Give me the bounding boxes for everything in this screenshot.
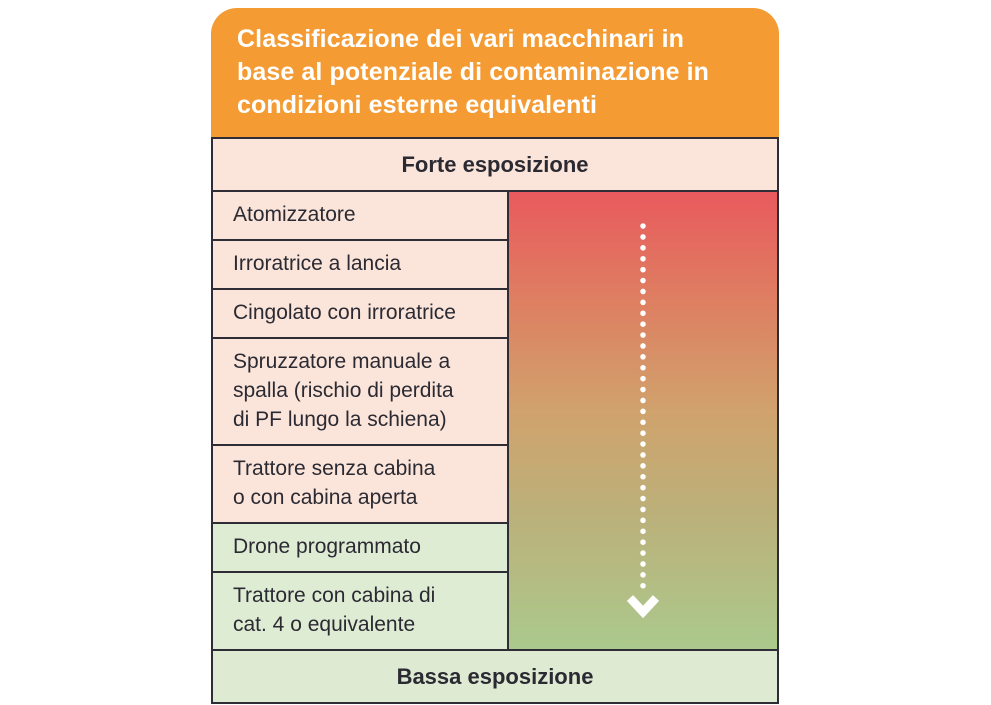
machine-row: Trattore con cabina di cat. 4 o equivale… xyxy=(213,572,507,649)
machine-label: Trattore senza cabina o con cabina apert… xyxy=(233,457,436,510)
machine-label: Atomizzatore xyxy=(233,203,356,227)
exposure-gradient-scale xyxy=(509,192,777,649)
machine-row: Cingolato con irroratrice xyxy=(213,290,507,340)
machine-label: Trattore con cabina di cat. 4 o equivale… xyxy=(233,583,436,636)
machine-row: Trattore senza cabina o con cabina apert… xyxy=(213,446,507,524)
figure-title-card: Classificazione dei vari macchinari in b… xyxy=(211,8,779,138)
machine-label: Irroratrice a lancia xyxy=(233,252,402,276)
machine-label: Cingolato con irroratrice xyxy=(233,301,456,325)
classification-figure: Classificazione dei vari macchinari in b… xyxy=(211,8,779,704)
classification-table: Forte esposizione Atomizzatore Irroratri… xyxy=(211,137,779,704)
machine-row: Spruzzatore manuale a spalla (rischio di… xyxy=(213,339,507,447)
high-exposure-band: Forte esposizione xyxy=(213,139,777,193)
machine-list: Atomizzatore Irroratrice a lancia Cingol… xyxy=(213,192,509,649)
low-exposure-band: Bassa esposizione xyxy=(213,648,777,702)
table-body: Atomizzatore Irroratrice a lancia Cingol… xyxy=(213,192,777,649)
machine-row: Atomizzatore xyxy=(213,192,507,242)
machine-row: Drone programmato xyxy=(213,524,507,573)
machine-row: Irroratrice a lancia xyxy=(213,241,507,291)
machine-label: Spruzzatore manuale a spalla (rischio di… xyxy=(233,350,454,432)
figure-title: Classificazione dei vari macchinari in b… xyxy=(237,25,710,119)
machine-label: Drone programmato xyxy=(233,535,421,558)
down-arrow-icon xyxy=(626,223,660,619)
